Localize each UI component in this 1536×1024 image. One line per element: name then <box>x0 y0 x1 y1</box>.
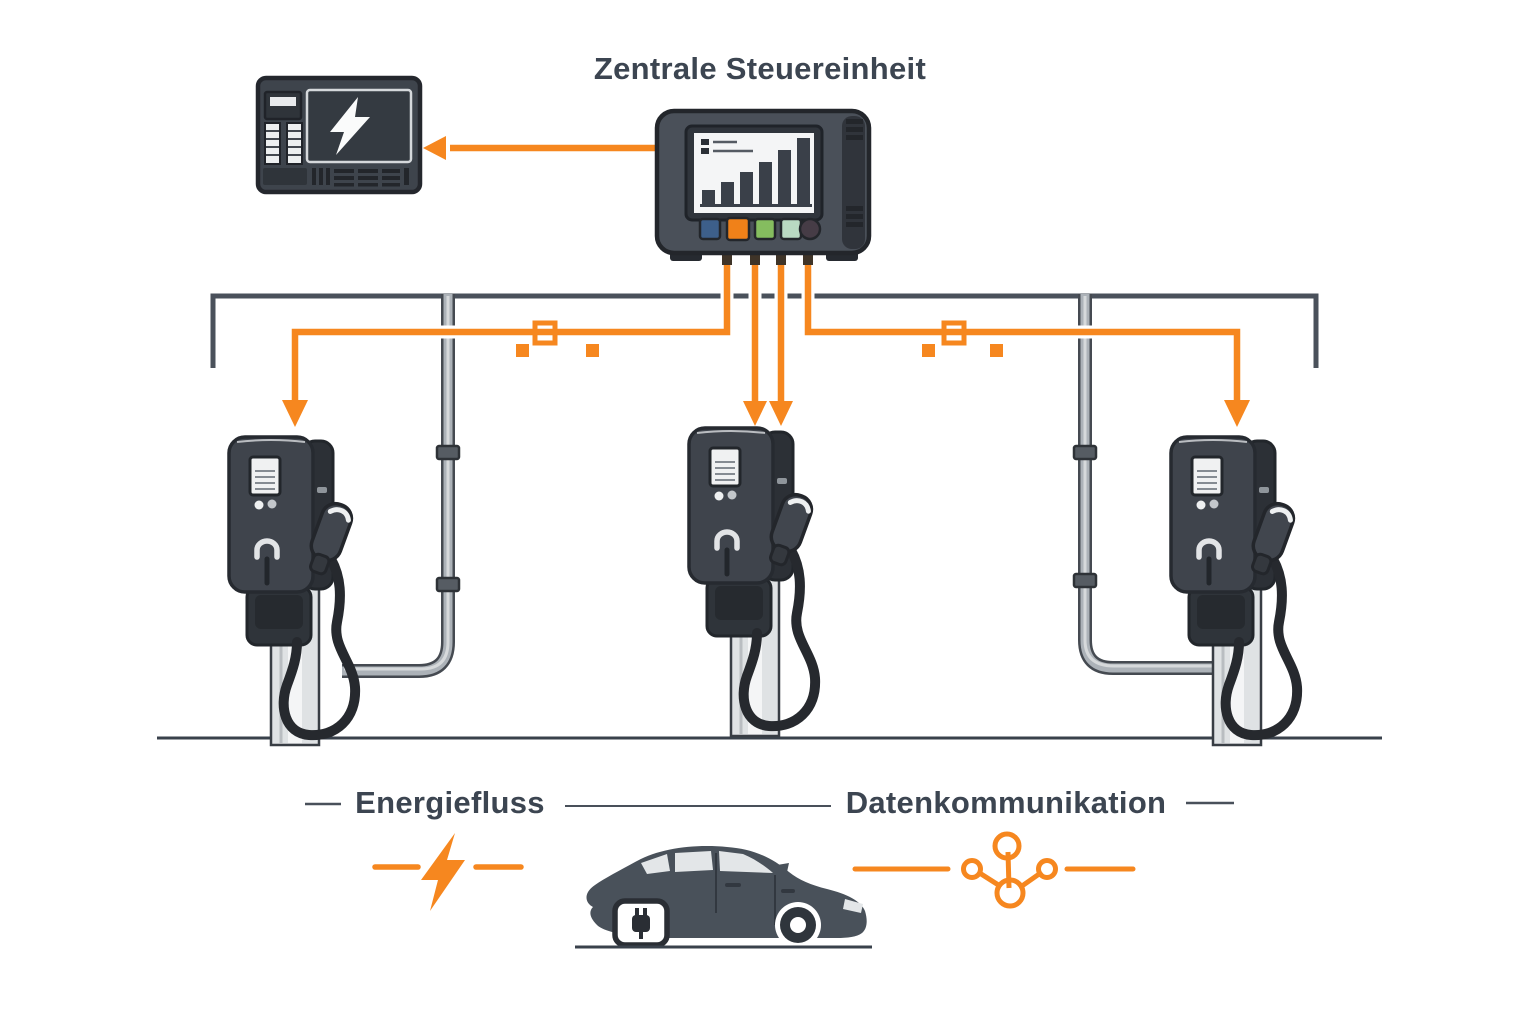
arrowhead-icon <box>423 136 446 160</box>
arrowhead-icon <box>743 401 767 426</box>
communication-bus-line <box>210 293 1319 368</box>
plug-icon <box>632 908 650 939</box>
bar-chart-icon <box>700 138 812 207</box>
orange-button <box>725 216 751 242</box>
car-window <box>641 854 670 874</box>
conduit-coupling <box>1072 444 1098 461</box>
legend-energy-label: Energiefluss <box>355 785 545 820</box>
arrowhead-icon <box>769 401 793 426</box>
legend-data-label: Datenkommunikation <box>845 785 1167 820</box>
data-node-icon <box>941 320 967 346</box>
data-dot-icon <box>586 344 599 357</box>
breaker-strip <box>264 122 281 165</box>
power-panel <box>255 75 423 195</box>
car-headlight <box>843 899 863 913</box>
cable-to-left-station <box>291 252 731 403</box>
mint-button <box>779 217 803 241</box>
page-title: Zentrale Steuereinheit <box>593 51 927 86</box>
power-lines <box>282 136 1250 427</box>
central-control-unit <box>654 108 872 265</box>
conduit-coupling <box>1072 572 1098 589</box>
cable-to-right-station <box>804 252 1241 403</box>
conduit-left <box>342 294 461 678</box>
charging-station-right <box>1171 437 1297 745</box>
data-dot-icon <box>922 344 935 357</box>
blue-button <box>698 217 722 241</box>
car-window <box>719 851 773 873</box>
breaker-strip <box>286 122 303 165</box>
conduit-coupling <box>435 576 461 593</box>
electric-car-icon <box>575 846 872 949</box>
charging-station-center <box>689 428 815 736</box>
data-dot-icon <box>990 344 1003 357</box>
energy-flow-icon <box>372 833 524 911</box>
knob-button <box>798 217 822 241</box>
conduit-coupling <box>435 444 461 461</box>
conduit-right <box>1072 294 1240 675</box>
lightning-bolt-icon <box>330 97 370 155</box>
arrowhead-icon <box>1224 400 1250 427</box>
charging-station-left <box>229 437 355 745</box>
data-node-icon <box>532 320 558 346</box>
arrowhead-icon <box>282 400 308 427</box>
car-window <box>675 851 713 872</box>
lightning-bolt-icon <box>421 833 465 911</box>
data-dot-icon <box>516 344 529 357</box>
panel-vents <box>312 168 409 187</box>
green-button <box>753 217 777 241</box>
unit-vents <box>846 119 863 227</box>
network-nodes-icon <box>852 831 1136 909</box>
